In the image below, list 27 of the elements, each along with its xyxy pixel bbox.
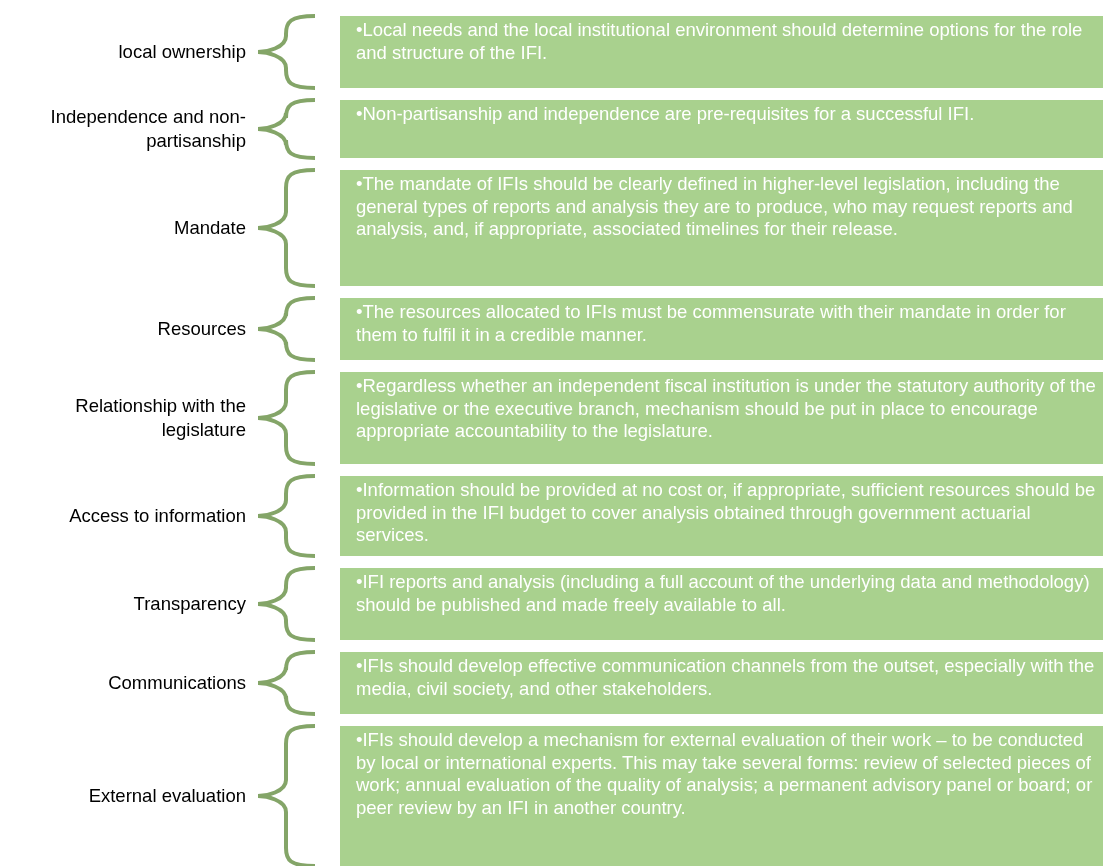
category-label: External evaluation [88,783,246,808]
bullet-text: •Local needs and the local institutional environment should determine options for the role and structure of the IFI. [356,19,1084,64]
category-label: Relationship with the legislature [74,393,246,442]
category-label: Transparency [133,591,246,616]
content-box [340,476,1103,556]
content-box [340,652,1103,714]
bullet-text: •The mandate of IFIs should be clearly defined in higher-level legislation, including the general types of reports and analysis they are to produce, who may request reports and analysis, and, if appropriate, associated timelines for their release. [356,173,1074,241]
content-box [340,170,1103,286]
category-label: Access to information [69,503,246,528]
bullet-text: •Regardless whether an independent fiscal institution is under the statutory authority of the legislative or the executive branch, mechanism should be put in place to encourage appropriate accountability to the legislature. [356,375,1097,443]
content-box [340,100,1103,158]
bullet-text: •Information should be provided at no cost or, if appropriate, sufficient resources should be provided in the IFI budget to cover analysis obtained through government actuarial services. [356,479,1097,547]
bullet-text: •IFIs should develop a mechanism for external evaluation of their work – to be conducted by local or international experts. This may take several forms: review of selected pieces of work; annual evaluation of the quality of analysis; a permanent advisory panel or board; or peer review by an IFI in another country. [356,729,1094,819]
category-label: local ownership [118,39,246,64]
category-label: Communications [108,670,246,695]
content-box [340,568,1103,640]
bullet-text: •Non-partisanship and independence are pre-requisites for a successful IFI. [356,103,976,126]
content-box [340,726,1103,866]
category-label: Resources [157,316,246,341]
content-box [340,298,1103,360]
bullet-text: •IFIs should develop effective communication channels from the outset, especially with the media, civil society, and other stakeholders. [356,655,1096,700]
category-label: Mandate [174,215,246,240]
content-box [340,16,1103,88]
category-label: Independence and non-partisanship [49,104,246,153]
bullet-text: •IFI reports and analysis (including a full account of the underlying data and methodology) should be published and made freely available to all. [356,571,1091,616]
bullet-text: •The resources allocated to IFIs must be commensurate with their mandate in order for them to fulfil it in a credible manner. [356,301,1067,346]
content-box [340,372,1103,464]
